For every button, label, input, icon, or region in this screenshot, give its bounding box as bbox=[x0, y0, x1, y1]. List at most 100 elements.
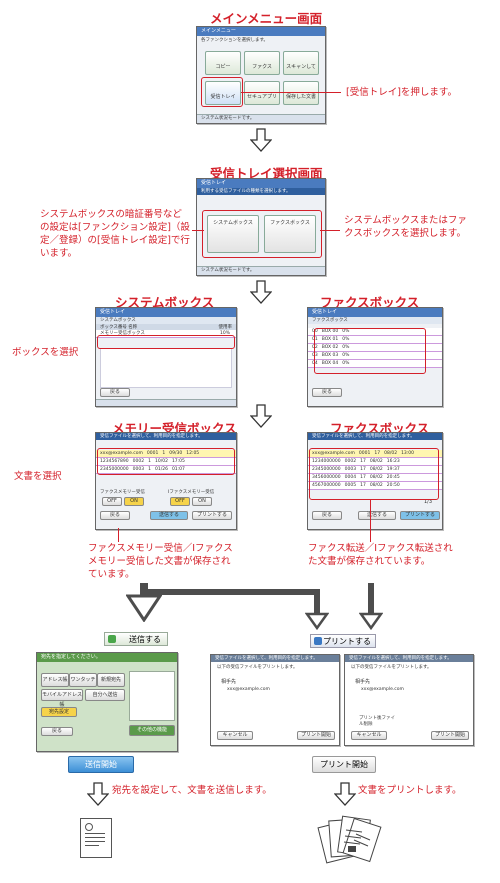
sysbox-status bbox=[96, 399, 236, 406]
flow-arrowhead-print-a bbox=[305, 612, 329, 630]
memrx-off-2[interactable]: OFF bbox=[170, 497, 190, 506]
flow-stem-print-b bbox=[368, 583, 374, 615]
note-select-doc: 文書を選択 bbox=[14, 471, 62, 482]
cell-name: BOX 04 bbox=[321, 361, 339, 366]
memrx-back-button[interactable]: 戻る bbox=[100, 511, 130, 520]
send-back-button[interactable]: 戻る bbox=[41, 727, 73, 736]
cell-time: 19:37 bbox=[386, 467, 400, 472]
flow-arrowhead-send bbox=[126, 594, 162, 622]
tile-fax-box[interactable]: ファクスボックス bbox=[264, 215, 316, 253]
print2-address: xxx@example.com bbox=[361, 687, 404, 692]
send-new-dest-button[interactable]: 新規宛先 bbox=[97, 673, 125, 687]
tile-copy[interactable]: コピー bbox=[205, 51, 241, 75]
sysbox-tab: システムボックス bbox=[96, 317, 236, 324]
cell-no: 0005 bbox=[344, 483, 357, 488]
note-system-box-pin: システムボックスの暗証番号などの設定は[ファンクション設定]（設定／登録）の[受… bbox=[40, 209, 190, 259]
send-addressbook-button[interactable]: アドレス帳 bbox=[41, 673, 69, 687]
leader-line-select bbox=[320, 230, 340, 231]
print-tab: プリントする bbox=[310, 634, 376, 648]
cell-pages: 17 bbox=[374, 451, 381, 456]
cell-date: 08/02 bbox=[369, 475, 383, 480]
print1-address: xxx@example.com bbox=[227, 687, 270, 692]
cell-date: 01/26 bbox=[154, 467, 168, 472]
send-other-functions-button[interactable]: その他の機能 bbox=[129, 725, 175, 736]
memrx-send-button[interactable]: 送信する bbox=[150, 511, 188, 520]
title-system-box: システムボックス bbox=[115, 295, 215, 310]
send-start-button[interactable]: 送信開始 bbox=[68, 756, 134, 773]
down-arrow-1 bbox=[250, 128, 272, 152]
leader-memrx bbox=[118, 528, 119, 542]
cell-pages: 1 bbox=[162, 451, 166, 456]
print-icon bbox=[314, 637, 322, 645]
sysbox-row-memory[interactable]: メモリー受信ボックス 10% bbox=[96, 330, 236, 338]
faxbox-back-button[interactable]: 戻る bbox=[312, 388, 342, 397]
note-send: 宛先を設定して、文書を送信します。 bbox=[112, 785, 272, 796]
memrx-on-1[interactable]: ON bbox=[124, 497, 144, 506]
print2-cancel-button[interactable]: キャンセル bbox=[351, 731, 387, 740]
down-arrow-3 bbox=[250, 404, 272, 428]
tile-system-box[interactable]: システムボックス bbox=[207, 215, 259, 253]
sysbox-col-name: ボックス番号 名称 bbox=[100, 325, 138, 330]
send-preview-panel bbox=[129, 671, 175, 721]
highlight-fax-boxes bbox=[314, 328, 426, 374]
cell-name: BOX 00 bbox=[321, 329, 339, 334]
memrx-print-button[interactable]: プリントする bbox=[192, 511, 232, 520]
cell-date: 08/02 bbox=[369, 483, 383, 488]
cell-name: BOX 02 bbox=[321, 345, 339, 350]
tile-stored-files[interactable]: 保存した文書の利用 bbox=[283, 81, 319, 105]
print1-cancel-button[interactable]: キャンセル bbox=[217, 731, 253, 740]
send-to-myself-button[interactable]: 自分へ送信 bbox=[85, 689, 125, 701]
flow-horizontal bbox=[140, 589, 320, 595]
cell-name: 3456000000 bbox=[312, 475, 341, 480]
faxdoc-send-button[interactable]: 送信する bbox=[358, 511, 396, 520]
faxdoc-print-button[interactable]: プリントする bbox=[400, 511, 440, 520]
send-dest-settings-button[interactable]: 宛先設定 bbox=[41, 707, 77, 717]
note-select-box: ボックスを選択 bbox=[12, 347, 79, 358]
tile-inbox[interactable]: 受信トレイ bbox=[205, 81, 241, 105]
memrx-header: 受信ファイルを選択して、利用目的を指定します。 bbox=[96, 433, 236, 440]
cell-name: xxx@example.com bbox=[312, 451, 355, 456]
tile-fax[interactable]: ファクス bbox=[244, 51, 280, 75]
sysbox-col-usage: 使用率 bbox=[218, 325, 233, 330]
note-select-system-or-fax: システムボックスまたはファクスボックスを選択します。 bbox=[344, 215, 467, 239]
cell-time: 01:07 bbox=[171, 467, 185, 472]
main-menu-screen: メインメニュー 各ファンクションを選択します。 コピー ファクス スキャンして送… bbox=[196, 26, 326, 124]
memrx-on-2[interactable]: ON bbox=[192, 497, 212, 506]
inbox-select-screen: 受信トレイ 利用する受信ファイルの種類を選択します。 システムボックス ファクス… bbox=[196, 178, 326, 276]
send-tab: 送信する bbox=[104, 632, 168, 646]
send-mobile-addressbook-button[interactable]: モバイルアドレス帳 bbox=[41, 689, 83, 708]
inbox-msg: 利用する受信ファイルの種類を選択します。 bbox=[197, 188, 325, 195]
sysbox-header: 受信トレイ bbox=[96, 308, 236, 317]
print-start-button[interactable]: プリント開始 bbox=[312, 756, 376, 773]
memrx-off-1[interactable]: OFF bbox=[102, 497, 122, 506]
cell-name: 2345000000 bbox=[312, 467, 341, 472]
send-onetouch-button[interactable]: ワンタッチ bbox=[69, 673, 97, 687]
printed-documents-icon bbox=[317, 815, 382, 864]
print2-delete-option[interactable]: プリント後ファイル削除 bbox=[359, 716, 395, 727]
down-arrow-2 bbox=[250, 280, 272, 304]
tile-scan-send[interactable]: スキャンして送信 bbox=[283, 51, 319, 100]
leader-line-inbox bbox=[241, 92, 341, 93]
cell-name: BOX 03 bbox=[321, 353, 339, 358]
cell-name: BOX 01 bbox=[321, 337, 339, 342]
send-icon bbox=[108, 635, 116, 643]
print1-start-button[interactable]: プリント開始 bbox=[297, 731, 335, 740]
faxdoc-back-button[interactable]: 戻る bbox=[312, 511, 342, 520]
cell-date: 08/02 bbox=[369, 459, 383, 464]
highlight-fax-docs bbox=[309, 448, 439, 500]
system-box-screen: 受信トレイ システムボックス ボックス番号 名称 使用率 メモリー受信ボックス … bbox=[95, 307, 237, 407]
print2-start-button[interactable]: プリント開始 bbox=[431, 731, 469, 740]
cell-pages: 17 bbox=[360, 459, 366, 464]
sysbox-back-button[interactable]: 戻る bbox=[100, 388, 130, 397]
tile-secure-print[interactable]: セキュアプリント bbox=[244, 81, 280, 105]
faxbox-header: 受信トレイ bbox=[308, 308, 442, 317]
